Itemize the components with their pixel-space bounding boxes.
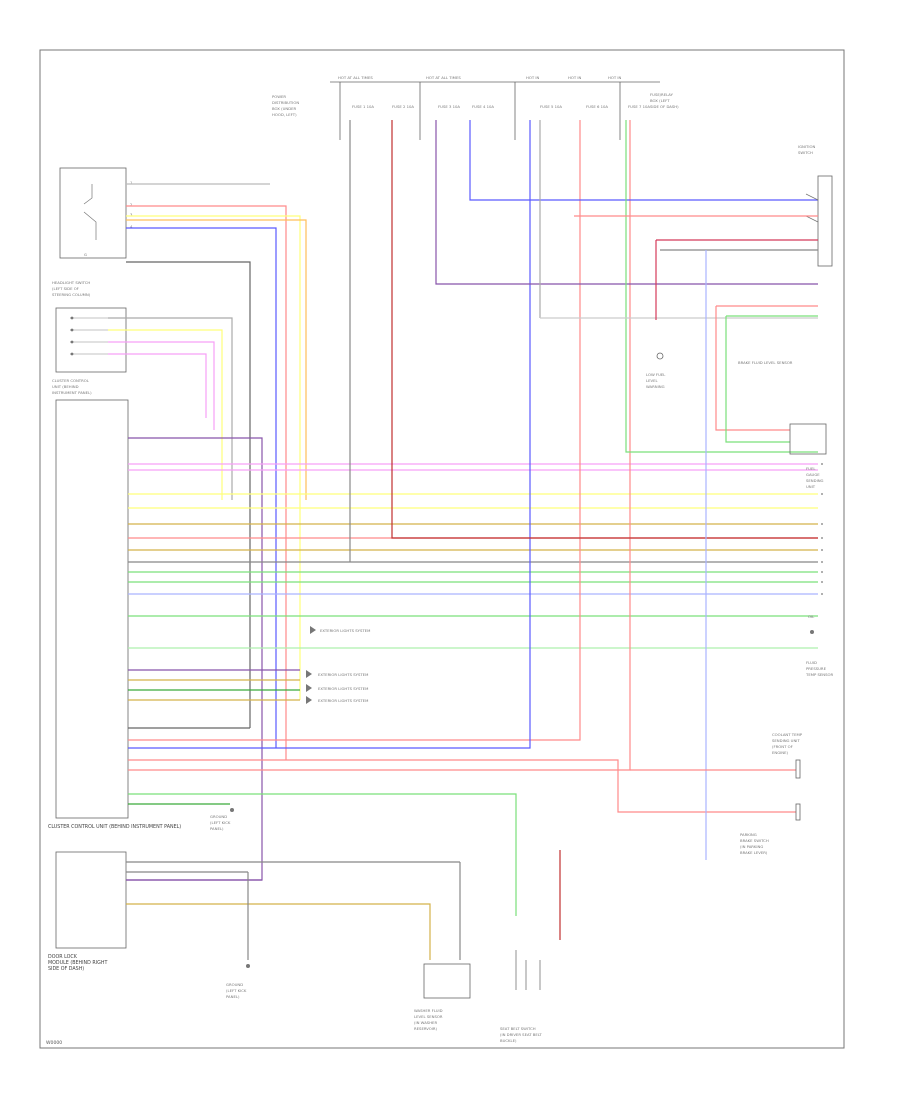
svg-text:BOX (UNDER: BOX (UNDER <box>272 106 297 111</box>
ignition-switch: IGNITION SWITCH <box>798 144 833 267</box>
svg-text:BRAKE LEVER): BRAKE LEVER) <box>740 850 768 855</box>
svg-text:FUSE 4 10A: FUSE 4 10A <box>472 104 494 109</box>
svg-text:SENDING UNIT: SENDING UNIT <box>772 738 800 743</box>
svg-text:FUSE 2 10A: FUSE 2 10A <box>392 104 414 109</box>
ground-left-kick: GROUND (LEFT KICK PANEL) <box>210 808 234 831</box>
svg-text:CLUSTER CONTROL: CLUSTER CONTROL <box>52 378 90 383</box>
svg-text:PRESSURE: PRESSURE <box>806 666 827 671</box>
svg-text:DISTRIBUTION: DISTRIBUTION <box>272 100 299 105</box>
svg-text:FUSE 3 10A: FUSE 3 10A <box>438 104 460 109</box>
svg-text:SEAT BELT SWITCH: SEAT BELT SWITCH <box>500 1026 536 1031</box>
svg-text:3: 3 <box>130 212 133 217</box>
svg-text:WASHER FLUID: WASHER FLUID <box>414 1008 443 1013</box>
svg-text:ENGINE): ENGINE) <box>772 750 789 755</box>
seat-belt-switch: SEAT BELT SWITCH (IN DRIVER SEAT BELT BU… <box>500 950 542 1043</box>
coolant-temp-sensor: COOLANT TEMP SENDING UNIT (FRONT OF ENGI… <box>630 732 803 779</box>
headlight-switch-box: HEADLIGHT SWITCH (LEFT SIDE OF STEERING … <box>52 280 127 373</box>
svg-text:HOT IN: HOT IN <box>608 75 621 80</box>
svg-text:FUSE 7 10A: FUSE 7 10A <box>628 104 650 109</box>
parking-brake-switch: PARKING BRAKE SWITCH (IN PARKING BRAKE L… <box>740 803 801 855</box>
top-left-component: 1 2 3 4 G <box>59 167 133 259</box>
svg-text:PANEL): PANEL) <box>210 826 224 831</box>
brake-fluid-sensor: LOW FUEL LEVEL WARNING <box>646 352 666 389</box>
svg-text:(LEFT KICK: (LEFT KICK <box>210 820 231 825</box>
svg-text:(LEFT KICK: (LEFT KICK <box>226 988 247 993</box>
svg-text:EXTERIOR LIGHTS SYSTEM: EXTERIOR LIGHTS SYSTEM <box>318 698 368 703</box>
svg-text:FUSE 6 10A: FUSE 6 10A <box>586 104 608 109</box>
exterior-lights-refs: EXTERIOR LIGHTS SYSTEM EXTERIOR LIGHTS S… <box>306 626 370 704</box>
svg-text:RESERVOIR): RESERVOIR) <box>414 1026 438 1031</box>
svg-text:HOT IN: HOT IN <box>568 75 581 80</box>
cluster-control-unit: CLUSTER CONTROL UNIT (BEHIND INSTRUMENT … <box>48 378 181 830</box>
svg-text:(IN PARKING: (IN PARKING <box>740 844 763 849</box>
diagram-frame <box>39 49 845 1049</box>
svg-text:(IN DRIVER SEAT BELT: (IN DRIVER SEAT BELT <box>500 1032 542 1037</box>
svg-text:FUSE 1 10A: FUSE 1 10A <box>352 104 374 109</box>
svg-text:EXTERIOR LIGHTS SYSTEM: EXTERIOR LIGHTS SYSTEM <box>318 672 368 677</box>
svg-text:LEVEL SENSOR: LEVEL SENSOR <box>414 1014 443 1019</box>
svg-text:IGNITION: IGNITION <box>798 144 815 149</box>
svg-text:SENDING: SENDING <box>806 478 824 483</box>
svg-text:BRAKE FLUID LEVEL SENSOR: BRAKE FLUID LEVEL SENSOR <box>738 360 793 365</box>
svg-text:LEVEL: LEVEL <box>646 378 659 383</box>
page-code: W0000 <box>46 1040 62 1046</box>
svg-text:BOX (LEFT: BOX (LEFT <box>650 98 670 103</box>
svg-text:UNIT (BEHIND: UNIT (BEHIND <box>52 384 79 389</box>
svg-text:TEMP SENSOR: TEMP SENSOR <box>805 672 834 677</box>
svg-text:BUCKLE): BUCKLE) <box>500 1038 517 1043</box>
svg-text:HOT AT ALL TIMES: HOT AT ALL TIMES <box>338 75 373 80</box>
svg-text:DOOR LOCK: DOOR LOCK <box>48 954 78 960</box>
svg-text:(FRONT OF: (FRONT OF <box>772 744 793 749</box>
svg-text:FUSE/RELAY: FUSE/RELAY <box>650 92 674 97</box>
svg-text:FUSE 5 10A: FUSE 5 10A <box>540 104 562 109</box>
svg-text:(LEFT SIDE OF: (LEFT SIDE OF <box>52 286 79 291</box>
svg-text:WARNING: WARNING <box>646 384 665 389</box>
svg-text:STEERING COLUMN): STEERING COLUMN) <box>52 292 91 297</box>
svg-text:FLUID: FLUID <box>806 660 817 665</box>
door-lock-module: DOOR LOCK MODULE (BEHIND RIGHT SIDE OF D… <box>48 851 127 972</box>
washer-fluid-sensor: WASHER FLUID LEVEL SENSOR (IN WASHER RES… <box>414 963 471 1031</box>
svg-text:FUEL: FUEL <box>806 466 816 471</box>
svg-text:COOLANT TEMP: COOLANT TEMP <box>772 732 803 737</box>
svg-text:OIL: OIL <box>808 614 815 619</box>
svg-text:(IN WASHER: (IN WASHER <box>414 1020 437 1025</box>
svg-text:EXTERIOR LIGHTS SYSTEM: EXTERIOR LIGHTS SYSTEM <box>320 628 370 633</box>
oil-pressure-switch: OIL FLUID PRESSURE TEMP SENSOR <box>805 614 834 677</box>
svg-text:G: G <box>84 252 87 257</box>
svg-text:GROUND: GROUND <box>226 982 243 987</box>
svg-text:PARKING: PARKING <box>740 832 757 837</box>
svg-text:LOW FUEL: LOW FUEL <box>646 372 666 377</box>
svg-text:SWITCH: SWITCH <box>798 150 813 155</box>
svg-text:1: 1 <box>130 180 133 185</box>
svg-text:HEADLIGHT SWITCH: HEADLIGHT SWITCH <box>52 280 90 285</box>
svg-text:4: 4 <box>130 224 133 229</box>
svg-text:GROUND: GROUND <box>210 814 227 819</box>
svg-text:PANEL): PANEL) <box>226 994 240 999</box>
svg-text:HOT AT ALL TIMES: HOT AT ALL TIMES <box>426 75 461 80</box>
svg-text:CLUSTER CONTROL UNIT (BEHIND I: CLUSTER CONTROL UNIT (BEHIND INSTRUMENT … <box>48 824 181 830</box>
svg-text:GAUGE: GAUGE <box>806 472 820 477</box>
fuse-block: HOT AT ALL TIMES HOT AT ALL TIMES HOT IN… <box>272 75 679 140</box>
svg-text:MODULE (BEHIND RIGHT: MODULE (BEHIND RIGHT <box>48 960 107 966</box>
svg-text:HOOD, LEFT): HOOD, LEFT) <box>272 112 297 117</box>
svg-text:BRAKE SWITCH: BRAKE SWITCH <box>740 838 769 843</box>
svg-text:2: 2 <box>130 202 133 207</box>
right-connectors <box>821 463 823 595</box>
svg-text:INSTRUMENT PANEL): INSTRUMENT PANEL) <box>52 390 92 395</box>
svg-text:HOT IN: HOT IN <box>526 75 539 80</box>
svg-text:POWER: POWER <box>272 94 286 99</box>
svg-text:SIDE OF DASH): SIDE OF DASH) <box>650 104 679 109</box>
svg-text:EXTERIOR LIGHTS SYSTEM: EXTERIOR LIGHTS SYSTEM <box>318 686 368 691</box>
svg-text:UNIT: UNIT <box>806 484 816 489</box>
svg-text:SIDE OF DASH): SIDE OF DASH) <box>48 966 84 972</box>
